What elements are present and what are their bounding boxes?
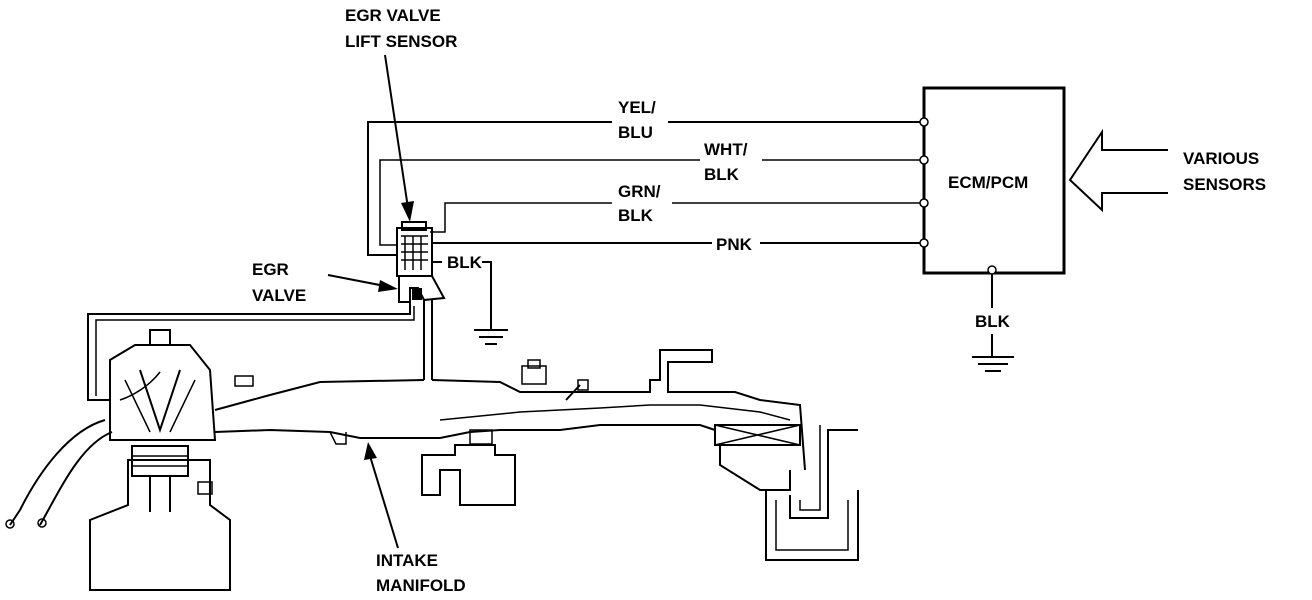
various-sensors-label-line2: SENSORS — [1183, 175, 1266, 194]
wire-wht-blk — [379, 159, 920, 246]
egr-lift-sensor-callout: EGR VALVE LIFT SENSOR — [345, 6, 457, 222]
wire-label-2-line1: WHT/ — [704, 140, 748, 159]
wire-label-3-line2: BLK — [618, 206, 654, 225]
ecm-ground-wire-label: BLK — [975, 312, 1011, 331]
egr-lift-sensor-label-line1: EGR VALVE — [345, 6, 441, 25]
sensor-ground: BLK — [432, 253, 508, 345]
egr-valve-label-line1: EGR — [252, 260, 289, 279]
egr-valve-assembly — [87, 221, 446, 401]
wire-label-4: PNK — [716, 235, 753, 254]
wire-label-1-line2: BLU — [618, 123, 653, 142]
intake-manifold — [214, 349, 859, 561]
egr-lift-sensor-label-line2: LIFT SENSOR — [345, 32, 457, 51]
wire-label-2-line2: BLK — [704, 165, 740, 184]
intake-manifold-callout: INTAKE MANIFOLD — [364, 442, 466, 595]
various-sensors-label-line1: VARIOUS — [1183, 149, 1259, 168]
ecm-ground: BLK — [972, 274, 1014, 372]
egr-valve-callout: EGR VALVE — [252, 260, 398, 305]
intake-manifold-label-line2: MANIFOLD — [376, 576, 466, 595]
wire-grn-blk — [430, 202, 920, 233]
wire-label-1-line1: YEL/ — [618, 98, 656, 117]
wiring-harness: YEL/ BLU WHT/ BLK GRN/ BLK PNK — [367, 96, 920, 256]
egr-valve-label-line2: VALVE — [252, 286, 306, 305]
various-sensors-arrow: VARIOUS SENSORS — [1068, 128, 1266, 213]
ecm-label: ECM/PCM — [948, 173, 1028, 192]
engine-illustration — [5, 329, 254, 591]
ecm-pcm-module: ECM/PCM — [919, 86, 1066, 275]
sensor-ground-wire-label: BLK — [447, 253, 483, 272]
wire-label-3-line1: GRN/ — [618, 182, 661, 201]
intake-manifold-label-line1: INTAKE — [376, 551, 438, 570]
